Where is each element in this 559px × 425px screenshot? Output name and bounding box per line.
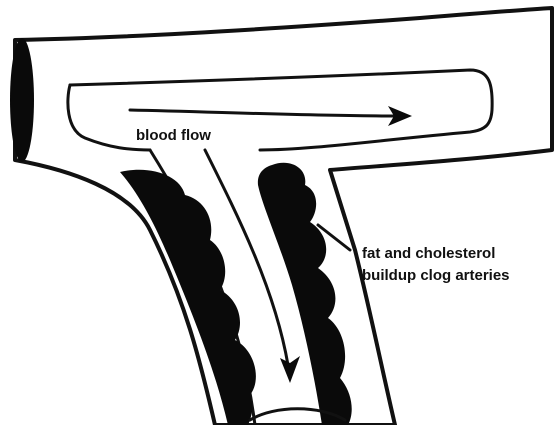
artery-left-opening [10,38,34,162]
plaque-label-line-1: fat and cholesterol [362,245,495,262]
plaque-label-line-2: buildup clog arteries [362,267,510,284]
blood-flow-label: blood flow [136,127,211,144]
